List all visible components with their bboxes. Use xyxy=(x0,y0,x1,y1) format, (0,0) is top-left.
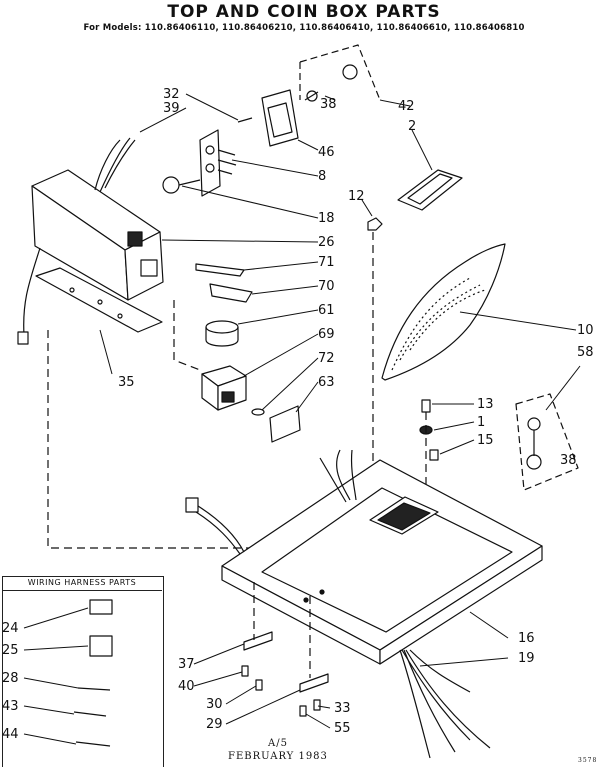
screw-33 xyxy=(313,699,321,711)
callout-38: 38 xyxy=(320,97,337,112)
wire-harness-top xyxy=(336,449,351,501)
callout-61: 61 xyxy=(318,303,335,318)
callout-19: 19 xyxy=(518,651,535,666)
screw-40 xyxy=(241,665,249,677)
callout-25: 25 xyxy=(2,643,19,658)
plate-2 xyxy=(397,169,463,211)
callout-63: 63 xyxy=(318,375,335,390)
callout-13: 13 xyxy=(477,397,494,412)
callout-40: 40 xyxy=(178,679,195,694)
callout-18: 18 xyxy=(318,211,335,226)
clip-15 xyxy=(429,449,439,461)
coin-switch xyxy=(162,129,237,197)
coin-box-bracket xyxy=(17,247,163,345)
callout-69: 69 xyxy=(318,327,335,342)
callout-43: 43 xyxy=(2,699,19,714)
footer-date: FEBRUARY 1983 xyxy=(228,751,328,762)
alignment-line xyxy=(47,330,250,549)
callout-46: 46 xyxy=(318,145,335,160)
lock-assembly-top xyxy=(299,44,381,102)
hinge-37 xyxy=(243,631,273,651)
callout-72: 72 xyxy=(318,351,335,366)
footer-revision: A/5 xyxy=(268,738,288,749)
callout-71: 71 xyxy=(318,255,335,270)
coin-box-housing xyxy=(31,169,164,301)
callout-30: 30 xyxy=(206,697,223,712)
screw-72 xyxy=(251,408,265,416)
callout-8: 8 xyxy=(318,169,326,184)
diagram-title: TOP AND COIN BOX PARTS xyxy=(167,2,441,22)
coin-box-69 xyxy=(201,365,247,411)
coin-frame-46 xyxy=(261,89,299,147)
screw-13 xyxy=(421,399,431,413)
coin-slide-71 xyxy=(195,263,245,277)
callout-15: 15 xyxy=(477,433,494,448)
callout-10: 10 xyxy=(577,323,594,338)
wire-bundle-top xyxy=(94,137,136,193)
leader-lines xyxy=(23,93,581,745)
callout-labels: 32 39 38 42 2 46 8 12 18 26 71 70 61 69 … xyxy=(2,87,594,742)
wire-harness-19 xyxy=(399,649,491,759)
harness-connector-left xyxy=(185,497,245,555)
wiring-harness-title: WIRING HARNESS PARTS xyxy=(2,576,162,591)
screw-30 xyxy=(255,679,263,691)
callout-1: 1 xyxy=(477,415,485,430)
screw-32 xyxy=(237,117,253,123)
callout-16: 16 xyxy=(518,631,535,646)
cover-63 xyxy=(269,405,301,443)
callout-24: 24 xyxy=(2,621,19,636)
footer-corner-number: 3578 xyxy=(578,757,598,764)
screw-55 xyxy=(299,705,307,717)
callout-39: 39 xyxy=(163,101,180,116)
harness-part-icons xyxy=(73,599,113,747)
coin-ring-61 xyxy=(205,320,239,347)
top-16 xyxy=(221,459,543,665)
callout-44: 44 xyxy=(2,727,19,742)
callout-33: 33 xyxy=(334,701,351,716)
lock-assembly-right xyxy=(515,393,579,491)
wiring-harness-box xyxy=(2,576,164,767)
coin-slide-70 xyxy=(209,283,253,303)
callout-37: 37 xyxy=(178,657,195,672)
callout-35: 35 xyxy=(118,375,135,390)
callout-32: 32 xyxy=(163,87,180,102)
callout-12: 12 xyxy=(348,189,365,204)
callout-29: 29 xyxy=(206,717,223,732)
models-line: For Models: 110.86406110, 110.86406210, … xyxy=(83,23,525,33)
hinge-29 xyxy=(299,673,329,693)
callout-42: 42 xyxy=(398,99,415,114)
callout-58: 58 xyxy=(577,345,594,360)
callout-26: 26 xyxy=(318,235,335,250)
callout-55: 55 xyxy=(334,721,351,736)
callout-38b: 38 xyxy=(560,453,577,468)
nut-12 xyxy=(367,217,383,231)
callout-28: 28 xyxy=(2,671,19,686)
callout-2: 2 xyxy=(408,119,416,134)
callout-70: 70 xyxy=(318,279,335,294)
console-panel-10 xyxy=(381,243,506,381)
